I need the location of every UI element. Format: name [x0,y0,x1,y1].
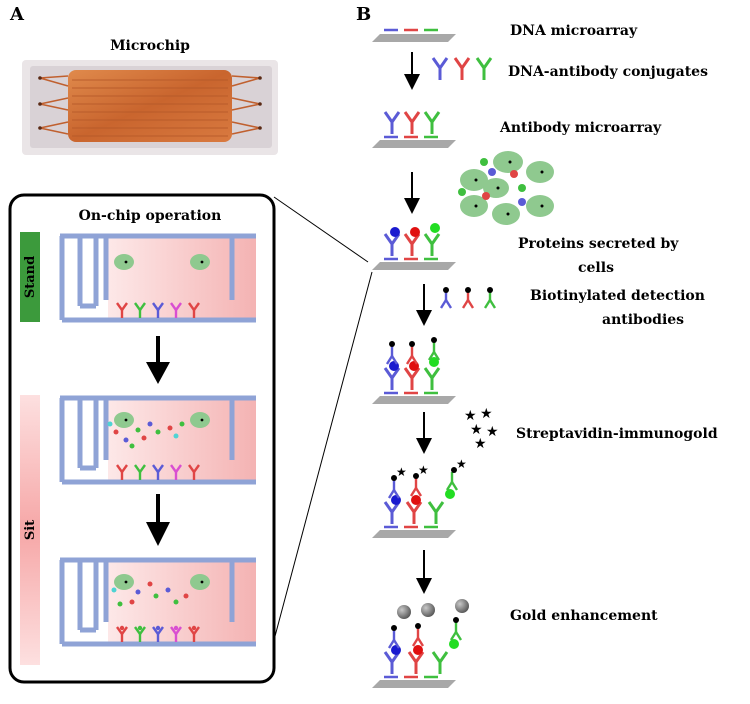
chamber-sit-1 [59,395,256,485]
panel-a-letter: A [9,4,25,25]
svg-text:★: ★ [418,463,429,477]
cells-cluster [458,151,554,225]
svg-text:★: ★ [396,465,407,479]
step-dna-microarray-graphic [372,28,456,42]
arrow-1 [146,336,170,384]
svg-text:★: ★ [486,424,499,440]
svg-text:★: ★ [480,406,493,422]
gold-enhanced-graphic [372,599,469,688]
stand-label: Stand [23,256,38,298]
step-dna-antibody-conjugates: DNA-antibody conjugates [508,64,708,80]
svg-text:★: ★ [456,457,467,471]
antibody-microarray-graphic [372,110,456,148]
step-biotinylated-detection: Biotinylated detection [530,288,705,304]
step-antibody-microarray: Antibody microarray [499,120,662,136]
sandwich-graphic [372,337,456,404]
streptavidin-stars: ★ ★ ★ ★ ★ [464,406,499,452]
step-streptavidin-immunogold: Streptavidin-immunogold [516,426,718,442]
onchip-title: On-chip operation [79,208,222,224]
chamber-stand [59,233,256,323]
step-gold-enhancement: Gold enhancement [510,608,658,624]
svg-text:★: ★ [470,422,483,438]
stand-bar [20,232,40,322]
arrow-2 [146,494,170,546]
step-proteins-secreted-2: cells [578,260,614,276]
conjugates-graphic [431,56,493,82]
microchip-title: Microchip [110,38,190,54]
immunogold-bound-graphic: ★ ★ ★ [372,457,467,538]
svg-text:★: ★ [464,408,477,424]
microchip-photo [22,60,278,155]
chamber-sit-2 [59,557,256,647]
step-proteins-secreted: Proteins secreted by [518,236,679,252]
sit-bar [20,395,40,665]
zoom-lines [273,196,373,641]
proteins-captured-graphic [372,223,456,270]
svg-text:★: ★ [474,436,487,452]
step-dna-microarray: DNA microarray [510,23,638,39]
step-biotinylated-detection-2: antibodies [602,312,684,328]
sit-label: Sit [23,520,38,540]
panel-b-letter: B [356,4,371,25]
detection-antibodies-graphic [439,287,497,310]
